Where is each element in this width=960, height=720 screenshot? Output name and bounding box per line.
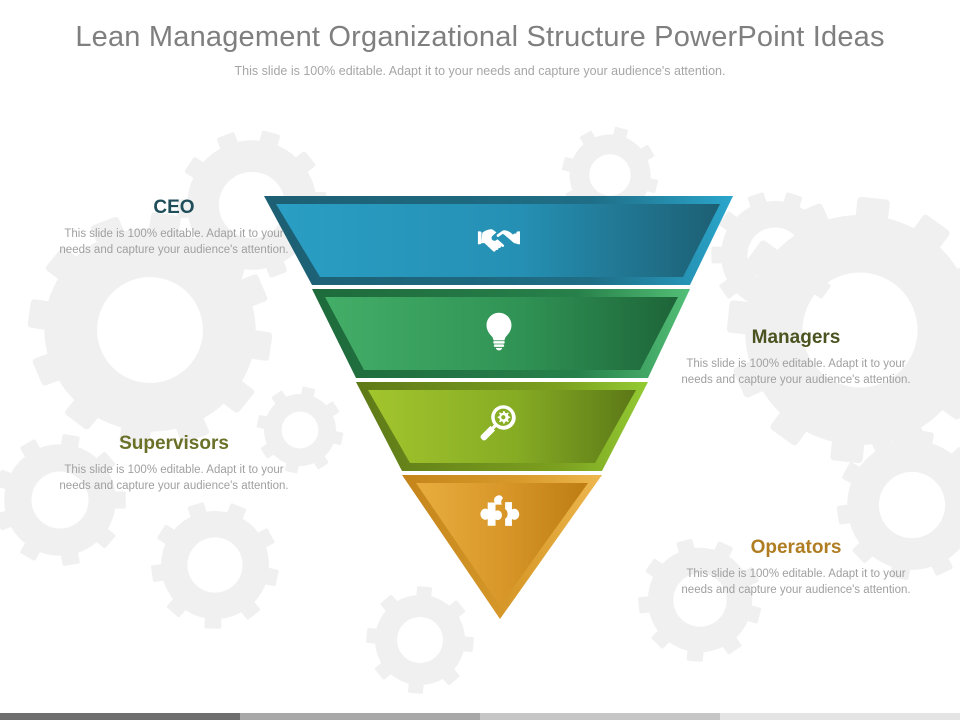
label-title-ceo: CEO bbox=[153, 197, 195, 218]
funnel-segment-supervisors bbox=[356, 382, 648, 471]
label-block-supervisors: Supervisors This slide is 100% editable.… bbox=[54, 432, 294, 494]
label-block-operators: Operators This slide is 100% editable. A… bbox=[676, 536, 916, 598]
footer-segment-1 bbox=[0, 713, 240, 720]
funnel-segment-ceo bbox=[264, 196, 733, 285]
footer-segment-3 bbox=[480, 713, 720, 720]
footer-segment-4 bbox=[720, 713, 960, 720]
footer-segment-2 bbox=[240, 713, 480, 720]
label-description-supervisors: This slide is 100% editable. Adapt it to… bbox=[59, 464, 289, 492]
slide-header: Lean Management Organizational Structure… bbox=[0, 18, 960, 79]
label-title-supervisors: Supervisors bbox=[119, 433, 229, 454]
funnel-segment-managers bbox=[312, 289, 690, 378]
label-description-managers: This slide is 100% editable. Adapt it to… bbox=[681, 358, 911, 386]
funnel-segment-operators bbox=[402, 475, 602, 619]
footer-color-bar bbox=[0, 713, 960, 720]
page-title: Lean Management Organizational Structure… bbox=[75, 21, 885, 53]
label-description-operators: This slide is 100% editable. Adapt it to… bbox=[681, 568, 911, 596]
label-title-operators: Operators bbox=[750, 537, 842, 558]
label-block-ceo: CEO This slide is 100% editable. Adapt i… bbox=[54, 196, 294, 258]
label-block-managers: Managers This slide is 100% editable. Ad… bbox=[676, 326, 916, 388]
inverted-funnel-diagram bbox=[250, 185, 750, 630]
page-subtitle: This slide is 100% editable. Adapt it to… bbox=[234, 64, 726, 78]
label-description-ceo: This slide is 100% editable. Adapt it to… bbox=[59, 228, 289, 256]
label-title-managers: Managers bbox=[751, 327, 841, 348]
